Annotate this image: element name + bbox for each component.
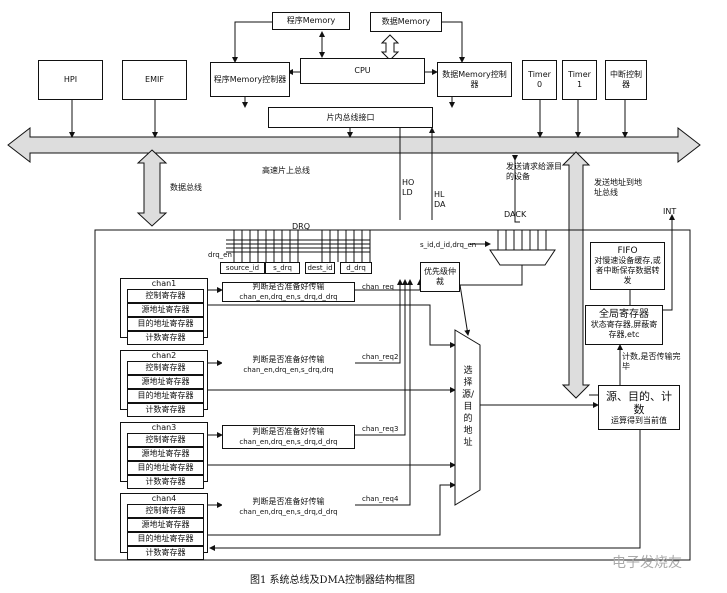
src-dst-count-box: 源、目的、计数 运算得到当前值	[598, 385, 680, 430]
reg-dest: 目的地址寄存器	[127, 389, 204, 403]
fifo-box: FIFO 对慢速设备缓存,或者中断保存数据转发	[590, 242, 665, 290]
high-speed-bus-label: 高速片上总线	[262, 166, 310, 175]
chan-title: chan1	[151, 279, 177, 288]
timer1-box: Timer 1	[562, 60, 597, 100]
reg-count: 计数寄存器	[127, 331, 204, 345]
chan-req-top-label: chan_req	[362, 283, 394, 291]
chan4-req-label: chan_req4	[362, 495, 399, 503]
data-bus-label: 数据总线	[170, 183, 202, 192]
priority-arbiter-box: 优先级仲裁	[420, 262, 460, 292]
dack-label: DACK	[504, 210, 527, 219]
onchip-bus-interface-box: 片内总线接口	[268, 107, 433, 128]
reg-dest: 目的地址寄存器	[127, 461, 204, 475]
judge-cond: chan_en,drq_en,s_drq,d_drq	[239, 438, 338, 446]
reg-control: 控制寄存器	[127, 433, 204, 447]
chan2-req-label: chan_req2	[362, 353, 399, 361]
reg-source: 源地址寄存器	[127, 518, 204, 532]
count-label: 计数,是否传输完毕	[622, 352, 681, 371]
timer0-box: Timer 0	[522, 60, 557, 100]
send-address-label: 发送地址到地址总线	[594, 178, 642, 197]
cpu-datamem-arrow	[380, 34, 400, 61]
judge-text: 判断是否准备好传输	[252, 355, 325, 364]
judge-text: 判断是否准备好传输	[252, 427, 325, 436]
s-drq-box: s_drq	[265, 262, 300, 274]
dest-id-box: dest_id	[305, 262, 335, 274]
reg-dest: 目的地址寄存器	[127, 532, 204, 546]
select-mux-label: 选择源/目的地址	[462, 366, 475, 448]
address-bus-arrow	[561, 151, 591, 399]
chan-title: chan4	[151, 494, 177, 503]
global-register-title: 全局寄存器	[599, 309, 649, 320]
data-bus-arrow	[136, 149, 168, 227]
hpi-box: HPI	[38, 60, 103, 100]
watermark: 电子发烧友	[612, 555, 682, 571]
chan3-judge-box: 判断是否准备好传输 chan_en,drq_en,s_drq,d_drq	[222, 425, 355, 449]
reg-dest: 目的地址寄存器	[127, 317, 204, 331]
cpu-box: CPU	[300, 58, 425, 84]
reg-source: 源地址寄存器	[127, 375, 204, 389]
reg-source: 源地址寄存器	[127, 447, 204, 461]
chan1-block: chan1 控制寄存器 源地址寄存器 目的地址寄存器 计数寄存器	[120, 278, 208, 345]
dma-controller-border	[94, 229, 691, 561]
chan3-req-label: chan_req3	[362, 425, 399, 433]
chan-title: chan3	[151, 423, 177, 432]
global-register-desc: 状态寄存器,屏蔽寄存器,etc	[590, 320, 658, 339]
program-memory-box: 程序Memory	[272, 12, 350, 30]
emif-box: EMIF	[122, 60, 187, 100]
fifo-title: FIFO	[617, 246, 638, 256]
chan2-block: chan2 控制寄存器 源地址寄存器 目的地址寄存器 计数寄存器	[120, 350, 208, 417]
reg-control: 控制寄存器	[127, 504, 204, 518]
figure-caption: 图1 系统总线及DMA控制器结构框图	[250, 575, 416, 586]
high-speed-bus	[7, 126, 701, 164]
chan1-judge-box: 判断是否准备好传输 chan_en,drq_en,s_drq,d_drq	[222, 282, 355, 302]
judge-cond: chan_en,drq_en,s_drq,drq	[243, 366, 334, 374]
reg-count: 计数寄存器	[127, 546, 204, 560]
reg-control: 控制寄存器	[127, 289, 204, 303]
chan4-block: chan4 控制寄存器 源地址寄存器 目的地址寄存器 计数寄存器	[120, 493, 208, 560]
hold-label: HOLD	[402, 178, 415, 197]
judge-cond: chan_en,drq_en,s_drq,d_drq	[239, 293, 338, 301]
judge-cond: chan_en,drq_en,s_drq,d_drq	[239, 508, 338, 516]
judge-text: 判断是否准备好传输	[252, 497, 325, 506]
src-dst-count-desc: 运算得到当前值	[611, 415, 667, 425]
reg-count: 计数寄存器	[127, 475, 204, 489]
chan2-judge-box: 判断是否准备好传输 chan_en,drq_en,s_drq,drq	[222, 353, 355, 377]
drq-en-label: drq_en	[208, 251, 232, 259]
data-memory-box: 数据Memory	[370, 12, 442, 32]
global-register-box: 全局寄存器 状态寄存器,屏蔽寄存器,etc	[585, 305, 663, 345]
source-id-box: source_id	[220, 262, 265, 274]
data-memory-ctrl-box: 数据Memory控制器	[437, 62, 512, 97]
int-label: INT	[663, 207, 677, 216]
send-request-label: 发送请求给源目的设备	[506, 162, 562, 181]
drq-label: DRQ	[292, 222, 311, 231]
reg-count: 计数寄存器	[127, 403, 204, 417]
chan3-block: chan3 控制寄存器 源地址寄存器 目的地址寄存器 计数寄存器	[120, 422, 208, 489]
fifo-desc: 对慢速设备缓存,或者中断保存数据转发	[594, 256, 661, 285]
reg-source: 源地址寄存器	[127, 303, 204, 317]
interrupt-controller-box: 中断控制器	[605, 60, 647, 100]
select-mux-shape	[454, 329, 481, 506]
d-drq-box: d_drq	[340, 262, 372, 274]
chan4-judge-box: 判断是否准备好传输 chan_en,drq_en,s_drq,d_drq	[222, 495, 355, 519]
reg-control: 控制寄存器	[127, 361, 204, 375]
src-dst-count-title: 源、目的、计数	[606, 389, 672, 416]
chan-title: chan2	[151, 351, 177, 360]
program-memory-ctrl-box: 程序Memory控制器	[210, 62, 290, 97]
hlda-label: HLDA	[434, 190, 446, 209]
ids-right-label: s_id,d_id,drq_en	[420, 241, 477, 249]
judge-text: 判断是否准备好传输	[252, 282, 325, 291]
